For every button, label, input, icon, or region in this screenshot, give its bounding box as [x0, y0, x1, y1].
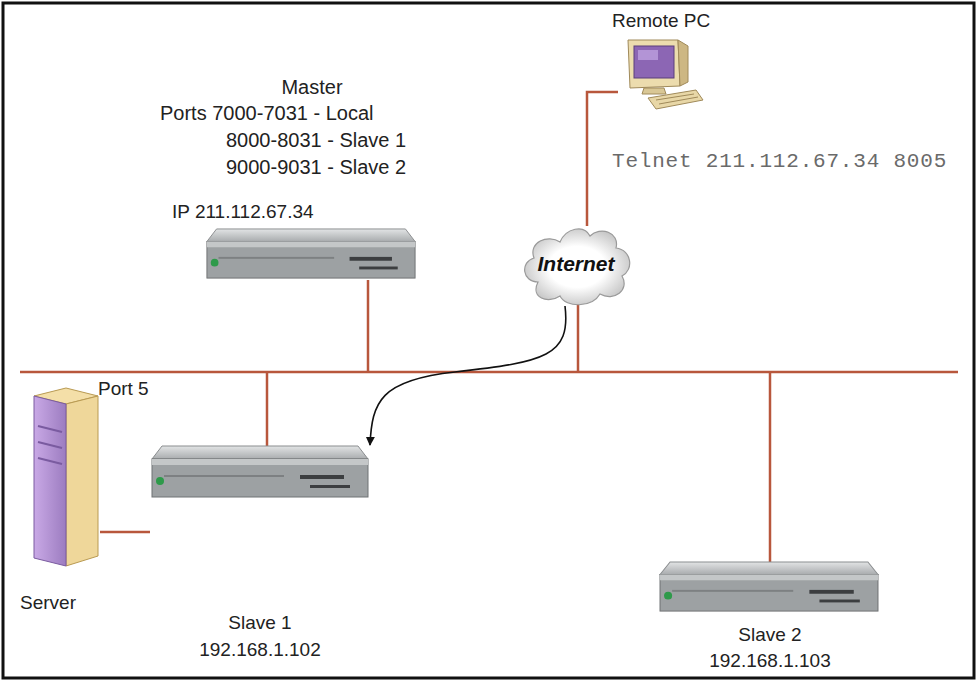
lan-drop [367, 280, 370, 372]
console-server-shape [658, 561, 880, 613]
server-tower [26, 386, 100, 568]
node-label: Server [20, 592, 120, 615]
node-label: 8000-8031 - Slave 1 [226, 128, 446, 152]
node-label: IP 211.112.67.34 [172, 201, 392, 224]
server: Server [26, 386, 100, 568]
node-label: Internet [518, 251, 634, 276]
lan-drop [769, 372, 772, 563]
lan-drop [577, 304, 580, 372]
slave-console-server: Slave 2192.168.1.103 [658, 561, 880, 613]
node-label: 192.168.1.102 [160, 639, 360, 662]
slave-console-server: Slave 1192.168.1.102 [150, 445, 370, 499]
node-label: Slave 2 [670, 624, 870, 647]
master-console-server: MasterPorts 7000-7031 - Local8000-8031 -… [205, 228, 417, 280]
node-label: 192.168.1.103 [670, 650, 870, 673]
node-label: Remote PC [612, 10, 742, 33]
frame-border [3, 3, 974, 678]
connection-arrow [370, 306, 566, 445]
node-label: Telnet 211.112.67.34 8005 [612, 149, 972, 174]
internet-cloud: Internet [518, 222, 634, 308]
node-label: Master [232, 75, 392, 99]
remote-pc: Remote PCTelnet 211.112.67.34 8005 [618, 38, 704, 112]
console-server-shape [150, 445, 370, 499]
console-server-shape [205, 228, 417, 280]
node-label: Slave 1 [160, 612, 360, 635]
node-label: Ports 7000-7031 - Local [160, 101, 440, 125]
lan-drop [266, 372, 269, 447]
lan-bus [20, 371, 958, 374]
network-link [100, 531, 150, 534]
pc-icon [618, 38, 704, 112]
node-label: 9000-9031 - Slave 2 [226, 155, 446, 179]
port-label: Port 5 [98, 378, 149, 401]
